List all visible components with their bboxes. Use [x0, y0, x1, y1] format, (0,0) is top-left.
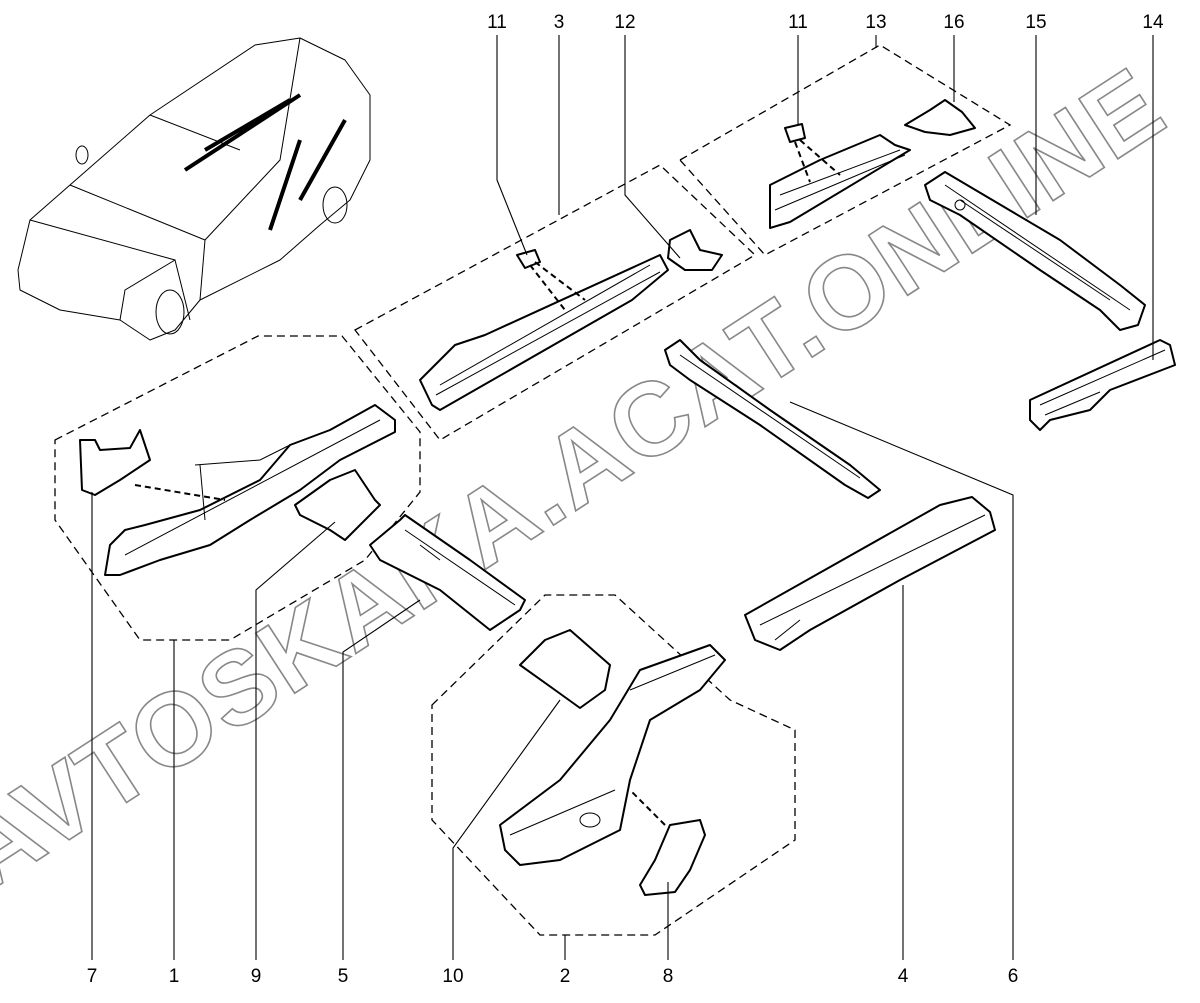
leader-line: [255, 521, 336, 960]
leader-line: [452, 699, 561, 960]
arrow: [794, 139, 841, 183]
leader-line: [496, 35, 528, 256]
leader-line: [342, 599, 421, 960]
callout-bottom: 10: [442, 966, 463, 987]
part-2-front-rail: [499, 644, 726, 866]
callout-bottom: 2: [560, 966, 571, 987]
callout-top: 11: [788, 12, 808, 33]
callout-top: 13: [865, 12, 886, 33]
callout-bottom: 9: [251, 966, 262, 987]
part-1-floor-rail: [104, 404, 396, 576]
part-9-bracket: [294, 469, 381, 541]
callout-bottom: 8: [663, 966, 674, 987]
part-5-tunnel: [369, 514, 526, 631]
part-8-bracket: [639, 819, 706, 896]
leader-line: [624, 35, 681, 259]
part-3-sill: [419, 254, 669, 411]
part-16-bracket: [904, 99, 976, 136]
part-7-bracket: [79, 429, 151, 496]
callout-top: 3: [554, 12, 565, 33]
group-3-outline: [354, 164, 757, 441]
callout-top: 15: [1025, 12, 1046, 33]
callout-bottom: 1: [169, 966, 180, 987]
part-13-sill-rear: [769, 134, 911, 229]
callout-top: 16: [943, 12, 964, 33]
part-15-rear-member: [924, 171, 1146, 331]
callout-top: 14: [1142, 12, 1164, 33]
part-10-bracket: [519, 629, 611, 709]
callout-bottom: 4: [898, 966, 909, 987]
leader-line: [789, 401, 1014, 960]
callout-bottom: 5: [338, 966, 349, 987]
callout-top: 11: [487, 12, 507, 33]
part-12-bracket: [667, 229, 723, 271]
part-14-rear-rail: [1029, 339, 1176, 431]
callout-labels: 11 3 12 11 13 16 15 14 7 1 9 5 10 2 8 4 6: [87, 12, 1164, 987]
car-overview-illustration: [17, 37, 371, 341]
callout-bottom: 7: [87, 966, 98, 987]
callout-top: 12: [614, 12, 635, 33]
arrow: [529, 261, 586, 311]
part-4-floor-member: [744, 496, 996, 651]
part-11-bracket: [516, 249, 541, 269]
group-13-outline: [678, 44, 1012, 256]
arrow: [629, 789, 666, 826]
leader-lines: [91, 35, 1154, 960]
part-6-crossmember: [664, 339, 881, 499]
part-11-bracket-rear: [784, 123, 806, 143]
callout-bottom: 6: [1008, 966, 1019, 987]
group-2-outline: [431, 594, 796, 936]
arrow: [134, 484, 226, 501]
